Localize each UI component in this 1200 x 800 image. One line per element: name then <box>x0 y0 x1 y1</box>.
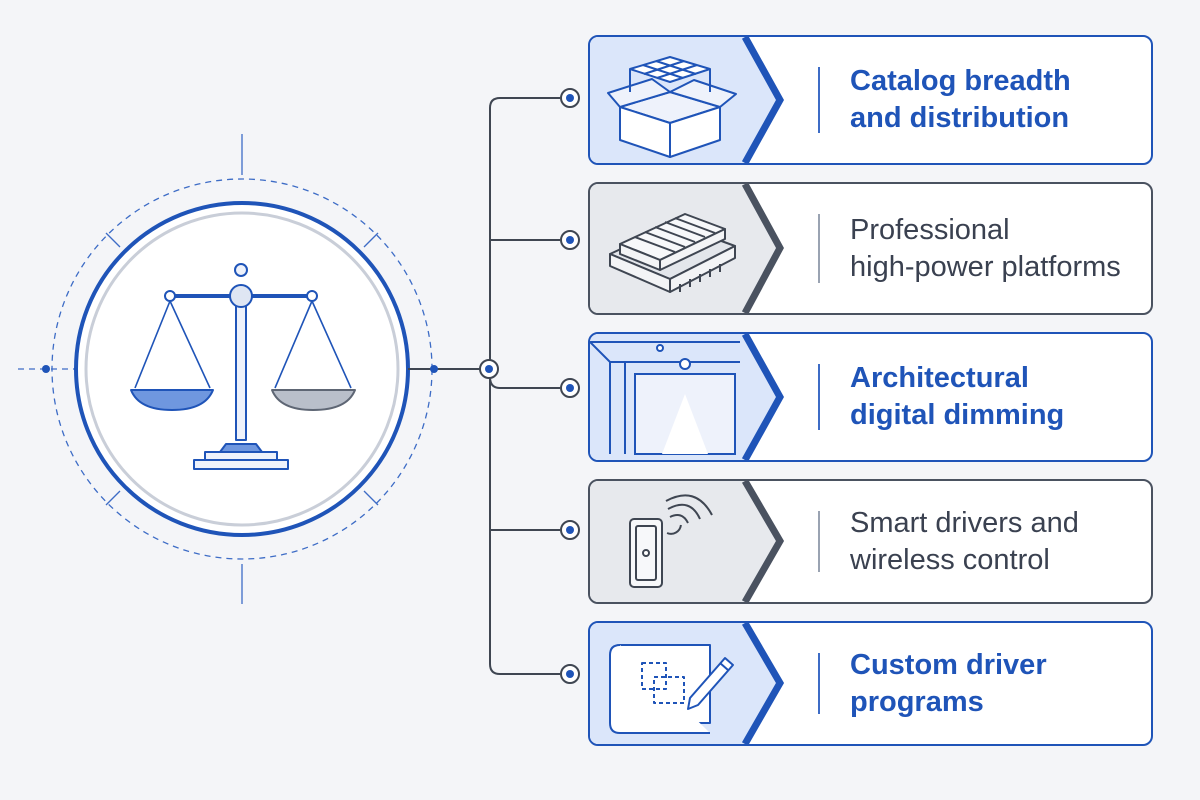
item-panel <box>590 334 790 460</box>
item-panel <box>590 623 790 744</box>
item-label: Custom driver programs <box>850 648 1047 718</box>
blueprint-pencil-icon <box>609 644 734 734</box>
item-card-catalog: Catalog breadth and distribution <box>588 35 1153 165</box>
item-label: Professional high-power platforms <box>850 213 1121 283</box>
card-divider <box>818 653 820 714</box>
item-card-high-power: Professional high-power platforms <box>588 182 1153 315</box>
item-card-dimming: Architectural digital dimming <box>588 332 1153 462</box>
open-box-icon <box>607 56 737 158</box>
card-divider <box>818 214 820 283</box>
item-panel <box>590 481 790 602</box>
connector-lines <box>408 97 560 675</box>
card-divider <box>818 511 820 572</box>
item-panel <box>590 184 790 313</box>
item-card-custom: Custom driver programs <box>588 621 1153 746</box>
wireless-switch-icon <box>629 494 713 588</box>
item-label: Architectural digital dimming <box>850 362 1065 431</box>
balance-scale-icon <box>130 263 356 470</box>
item-card-wireless: Smart drivers and wireless control <box>588 479 1153 604</box>
ceiling-light-icon <box>590 341 740 455</box>
item-label: Catalog breadth and distribution <box>850 65 1071 134</box>
card-divider <box>818 67 820 133</box>
item-label: Smart drivers and wireless control <box>850 506 1079 576</box>
heatsink-icon <box>609 213 736 293</box>
card-divider <box>818 364 820 430</box>
connector-nodes <box>430 88 580 684</box>
item-panel <box>590 37 790 163</box>
